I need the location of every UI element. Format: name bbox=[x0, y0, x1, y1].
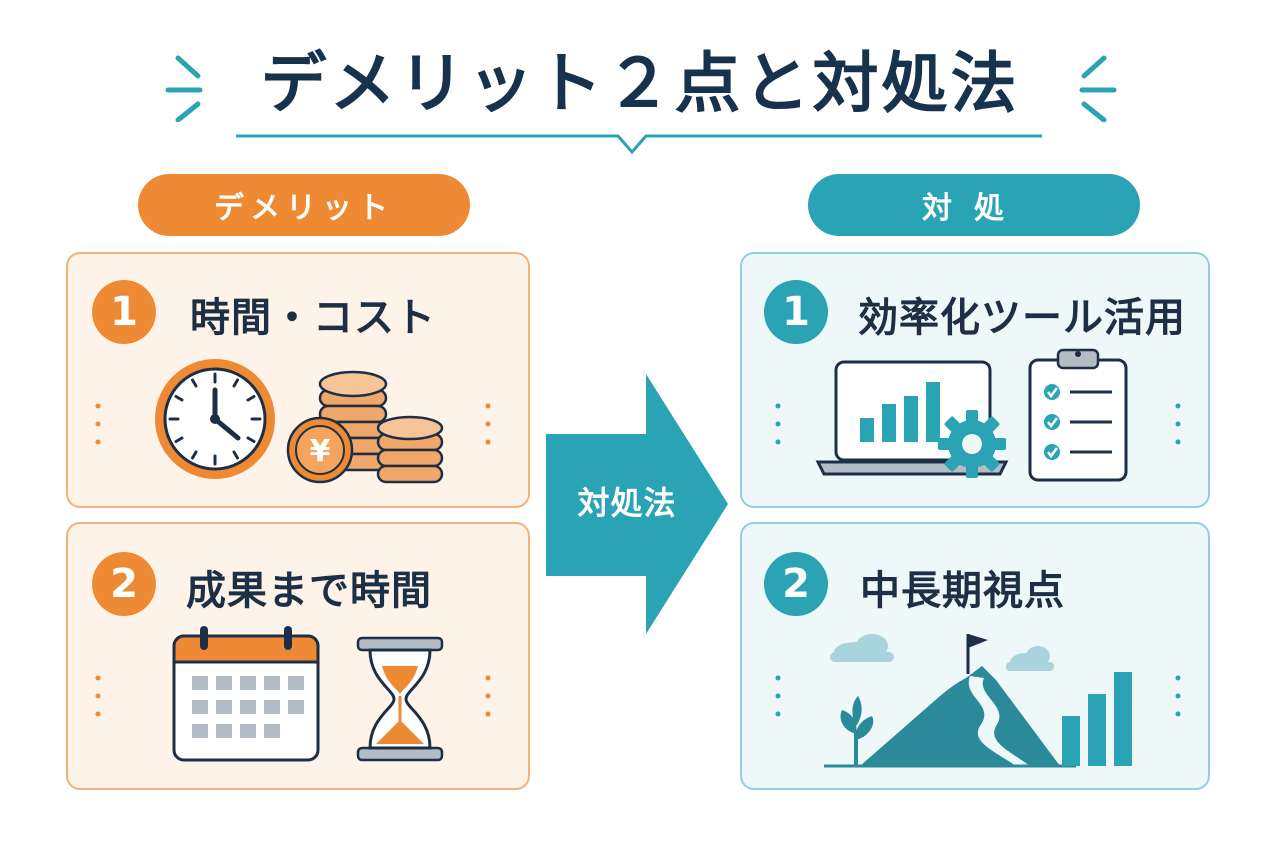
dots-decoration bbox=[775, 403, 781, 445]
dots-decoration bbox=[95, 675, 101, 717]
demerit-heading-2: 成果まで時間 bbox=[186, 568, 432, 614]
checklist-clipboard-icon bbox=[1028, 348, 1128, 482]
clock-icon bbox=[155, 359, 275, 479]
sparkle-lines-right-icon bbox=[1079, 55, 1117, 122]
growth-bars-icon bbox=[1062, 672, 1132, 766]
countermeasure-number-2: 2 bbox=[764, 552, 828, 616]
dots-decoration bbox=[775, 675, 781, 717]
arrow-right-icon bbox=[546, 374, 728, 634]
arrow-label: 対処法 bbox=[577, 484, 677, 522]
sparkle-lines-left-icon bbox=[165, 55, 203, 122]
dots-decoration bbox=[485, 403, 491, 445]
countermeasure-heading-2: 中長期視点 bbox=[860, 568, 1065, 614]
countermeasure-number-1: 1 bbox=[764, 280, 828, 344]
dots-decoration bbox=[1175, 403, 1181, 445]
svg-text:¥: ¥ bbox=[310, 434, 331, 469]
countermeasure-column-label: 対処 bbox=[808, 174, 1140, 236]
demerit-number-1: 1 bbox=[92, 280, 156, 344]
countermeasure-heading-1: 効率化ツール活用 bbox=[858, 295, 1186, 341]
demerit-number-2: 2 bbox=[92, 552, 156, 616]
yen-coin-stack-icon: ¥ bbox=[286, 370, 444, 484]
page-title: デメリット２点と対処法 bbox=[260, 45, 1020, 122]
dots-decoration bbox=[95, 403, 101, 445]
demerit-heading-1: 時間・コスト bbox=[190, 295, 436, 341]
demerit-column-label: デメリット bbox=[138, 174, 470, 236]
calendar-icon bbox=[172, 626, 320, 762]
title-underline bbox=[236, 134, 1042, 155]
dots-decoration bbox=[1175, 675, 1181, 717]
dots-decoration bbox=[485, 675, 491, 717]
laptop-chart-gear-icon bbox=[815, 360, 1009, 478]
hourglass-icon bbox=[356, 636, 444, 762]
mountain-flag-icon bbox=[824, 634, 1076, 768]
